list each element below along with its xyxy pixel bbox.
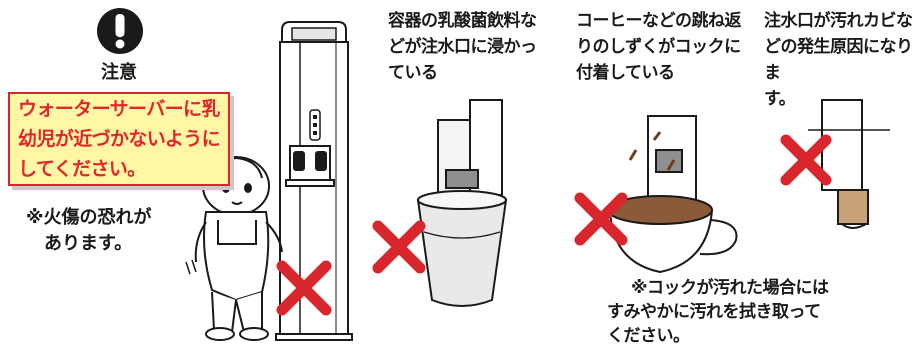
warning-line: してください。 [18, 158, 146, 180]
x-mark-icon [372, 220, 426, 274]
cup-scene [416, 99, 508, 307]
caption-line: す。 [764, 89, 796, 109]
warning-box: ウォーターサーバーに乳 幼児が近づかないように してください。 [8, 92, 230, 186]
x-mark-icon [574, 192, 628, 246]
caption-line: どの発生原因になりま [764, 37, 913, 83]
caption-line: ている [388, 63, 438, 83]
burn-note: ※火傷の恐れが あります。 [26, 205, 152, 257]
x-mark-icon [276, 260, 332, 316]
caption-line: どが注水口に浸かっ [388, 37, 537, 57]
bottom-note-line: ※コックが汚れた場合には [631, 278, 829, 298]
bottom-note-line: すみやかに汚れを拭き取って [607, 302, 821, 322]
caption-line: コーヒーなどの跳ね返 [576, 11, 742, 31]
faucet-scene [808, 99, 890, 229]
warning-line: ウォーターサーバーに乳 [18, 98, 220, 120]
x-mark-icon [780, 134, 832, 186]
caption-lactic-drink: 容器の乳酸菌飲料な どが注水口に浸かっ ている [388, 8, 537, 86]
coffee-scene [607, 115, 738, 274]
caption-mold: 注水口が汚れカビな どの発生原因になりま す。 [764, 8, 918, 112]
caption-line: 注水口が汚れカビな [764, 11, 913, 31]
caption-coffee-splash: コーヒーなどの跳ね返 りのしずくがコックに 付着している [576, 8, 742, 86]
bottom-note: ※コックが汚れた場合には すみやかに汚れを拭き取って ください。 [607, 276, 907, 348]
caption-line: 付着している [576, 63, 675, 83]
caution-icon [97, 8, 143, 54]
caption-line: 容器の乳酸菌飲料な [388, 11, 537, 31]
burn-note-line: あります。 [44, 233, 133, 254]
bottom-note-line: ください。 [607, 326, 690, 346]
warning-line: 幼児が近づかないように [18, 128, 221, 150]
caption-line: りのしずくがコックに [576, 37, 741, 57]
burn-note-line: ※火傷の恐れが [26, 207, 152, 228]
caution-label: 注意 [101, 62, 137, 83]
